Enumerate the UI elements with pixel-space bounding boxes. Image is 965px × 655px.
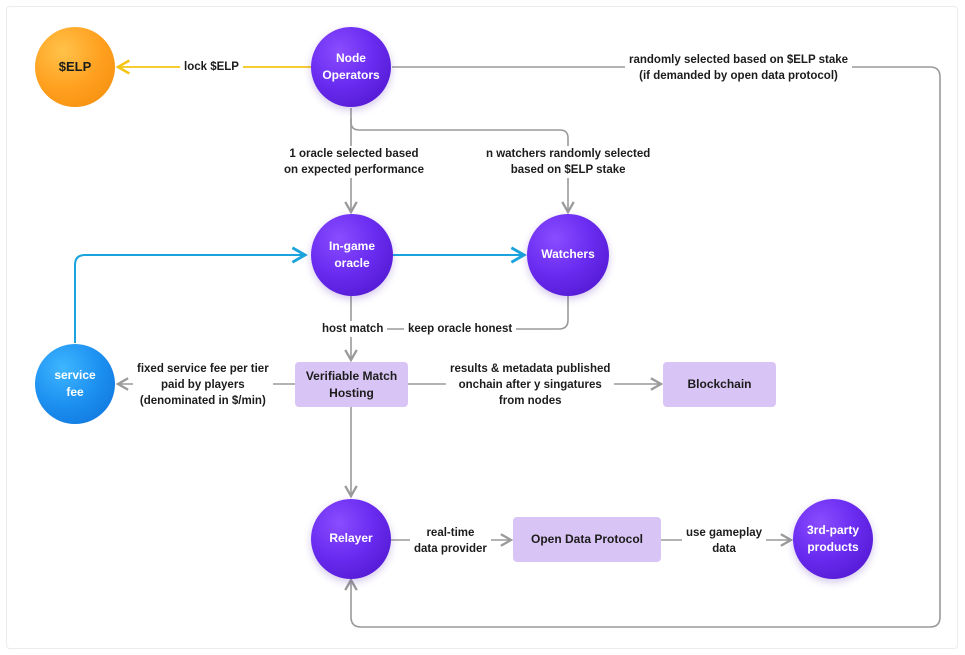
node-ingame-oracle: In-game oracle — [311, 214, 393, 296]
node-third-party-products: 3rd-party products — [793, 499, 873, 579]
label-service-fee-desc: fixed service fee per tier paid by playe… — [133, 361, 273, 410]
node-elp: $ELP — [35, 27, 115, 107]
node-open-data-protocol: Open Data Protocol — [513, 517, 661, 562]
node-operators: Node Operators — [311, 27, 391, 107]
node-service-fee: service fee — [35, 344, 115, 424]
edge-keep-honest — [351, 296, 569, 330]
label-oracle-selected: 1 oracle selected based on expected perf… — [280, 146, 428, 179]
label-keep-honest: keep oracle honest — [404, 321, 517, 338]
diagram-frame — [6, 6, 958, 649]
label-realtime-provider: real-time data provider — [410, 525, 491, 558]
node-blockchain: Blockchain — [663, 362, 776, 407]
label-host-match: host match — [318, 321, 388, 338]
node-relayer: Relayer — [311, 499, 391, 579]
edge-watchers-selected — [350, 118, 575, 215]
label-results-published: results & metadata published onchain aft… — [446, 361, 615, 410]
label-random-selected: randomly selected based on $ELP stake (i… — [625, 52, 853, 85]
edge-fee-oracle — [74, 246, 308, 343]
node-watchers: Watchers — [527, 214, 609, 296]
edge-random-selected — [344, 66, 941, 628]
label-watchers-selected: n watchers randomly selected based on $E… — [482, 146, 655, 179]
label-lock-elp: lock $ELP — [180, 59, 243, 76]
label-use-gameplay: use gameplay data — [682, 525, 767, 558]
node-verifiable-match-hosting: Verifiable Match Hosting — [295, 362, 408, 407]
